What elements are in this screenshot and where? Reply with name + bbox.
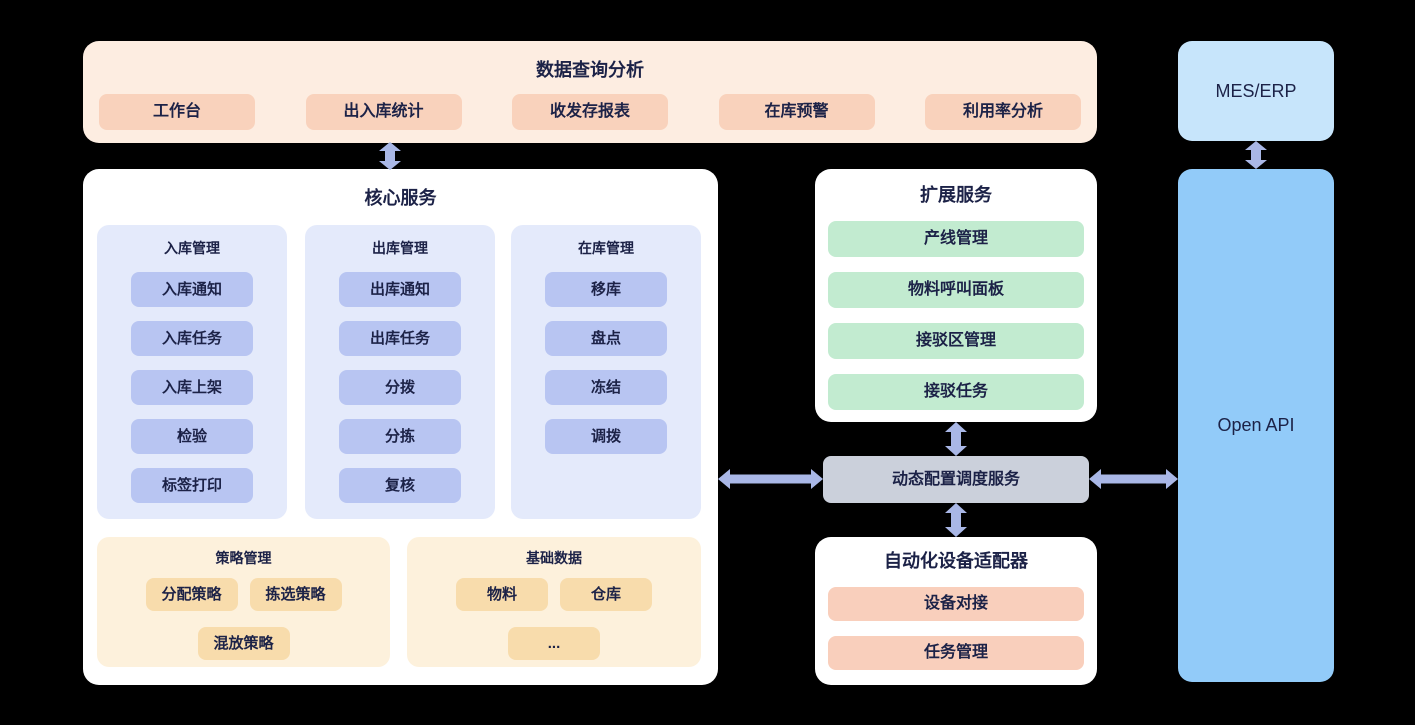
chip-sorting: 分拣 bbox=[339, 419, 461, 454]
chip-outbound-task: 出库任务 bbox=[339, 321, 461, 356]
chip-warehouse: 仓库 bbox=[560, 578, 652, 611]
inbound-management-title: 入库管理 bbox=[164, 240, 220, 256]
extended-services-panel: 扩展服务 产线管理 物料呼叫面板 接驳区管理 接驳任务 bbox=[815, 169, 1097, 422]
banner-item-inout-statistics: 出入库统计 bbox=[305, 94, 462, 130]
chip-device-docking: 设备对接 bbox=[828, 587, 1084, 621]
chip-more-ellipsis: ... bbox=[508, 627, 600, 660]
instock-management-column: 在库管理 移库 盘点 冻结 调拨 bbox=[511, 225, 701, 519]
inbound-management-column: 入库管理 入库通知 入库任务 入库上架 检验 标签打印 bbox=[97, 225, 287, 519]
chip-transfer: 调拨 bbox=[545, 419, 667, 454]
chip-task-management: 任务管理 bbox=[828, 636, 1084, 670]
chip-docking-task: 接驳任务 bbox=[828, 374, 1084, 410]
core-services-panel: 核心服务 入库管理 入库通知 入库任务 入库上架 检验 标签打印 出库管理 出库… bbox=[83, 169, 718, 685]
chip-mixing-strategy: 混放策略 bbox=[197, 627, 290, 660]
chip-allocation-strategy: 分配策略 bbox=[145, 578, 238, 611]
dynamic-scheduler-box: 动态配置调度服务 bbox=[823, 456, 1089, 503]
outbound-management-column: 出库管理 出库通知 出库任务 分拨 分拣 复核 bbox=[305, 225, 495, 519]
data-query-analysis-items: 工作台 出入库统计 收发存报表 在库预警 利用率分析 bbox=[99, 94, 1081, 130]
strategy-management-title: 策略管理 bbox=[215, 550, 272, 566]
chip-inbound-putaway: 入库上架 bbox=[131, 370, 253, 405]
arrow-scheduler-adapter bbox=[944, 503, 968, 537]
chip-freeze: 冻结 bbox=[545, 370, 667, 405]
banner-item-receive-send-report: 收发存报表 bbox=[512, 94, 668, 130]
chip-recheck: 复核 bbox=[339, 468, 461, 503]
core-services-title: 核心服务 bbox=[364, 188, 437, 208]
banner-item-workbench: 工作台 bbox=[99, 94, 255, 130]
strategy-row-2: 混放策略 bbox=[197, 627, 290, 660]
data-query-analysis-title: 数据查询分析 bbox=[536, 60, 644, 80]
arrow-core-scheduler bbox=[718, 467, 823, 491]
chip-docking-area-management: 接驳区管理 bbox=[828, 323, 1084, 359]
mes-erp-box: MES/ERP bbox=[1178, 41, 1334, 141]
chip-relocation: 移库 bbox=[545, 272, 667, 307]
chip-inbound-task: 入库任务 bbox=[131, 321, 253, 356]
chip-inbound-notice: 入库通知 bbox=[131, 272, 253, 307]
chip-label-printing: 标签打印 bbox=[131, 468, 253, 503]
arrow-mes-openapi bbox=[1244, 141, 1268, 169]
base-data-title: 基础数据 bbox=[526, 550, 582, 566]
chip-picking-strategy: 拣选策略 bbox=[249, 578, 342, 611]
strategy-row-1: 分配策略 拣选策略 bbox=[145, 578, 342, 611]
chip-material: 物料 bbox=[456, 578, 548, 611]
chip-outbound-notice: 出库通知 bbox=[339, 272, 461, 307]
banner-item-utilization-analysis: 利用率分析 bbox=[925, 94, 1081, 130]
outbound-management-title: 出库管理 bbox=[372, 240, 428, 256]
arrow-banner-core bbox=[378, 142, 402, 170]
base-data-panel: 基础数据 物料 仓库 ... bbox=[407, 537, 701, 667]
base-data-row-1: 物料 仓库 bbox=[456, 578, 652, 611]
chip-stocktaking: 盘点 bbox=[545, 321, 667, 356]
strategy-management-panel: 策略管理 分配策略 拣选策略 混放策略 bbox=[97, 537, 390, 667]
banner-item-stock-warning: 在库预警 bbox=[718, 94, 875, 130]
base-data-row-2: ... bbox=[508, 627, 600, 660]
arrow-extended-scheduler bbox=[944, 422, 968, 456]
device-adapter-title: 自动化设备适配器 bbox=[884, 551, 1028, 571]
open-api-box: Open API bbox=[1178, 169, 1334, 682]
chip-production-line-management: 产线管理 bbox=[828, 221, 1084, 257]
device-adapter-panel: 自动化设备适配器 设备对接 任务管理 bbox=[815, 537, 1097, 685]
data-query-analysis-panel: 数据查询分析 工作台 出入库统计 收发存报表 在库预警 利用率分析 bbox=[83, 41, 1097, 143]
extended-services-title: 扩展服务 bbox=[920, 185, 992, 205]
chip-allocation: 分拨 bbox=[339, 370, 461, 405]
chip-inspection: 检验 bbox=[131, 419, 253, 454]
instock-management-title: 在库管理 bbox=[578, 240, 634, 256]
chip-material-call-panel: 物料呼叫面板 bbox=[828, 272, 1084, 308]
arrow-scheduler-openapi bbox=[1089, 467, 1178, 491]
